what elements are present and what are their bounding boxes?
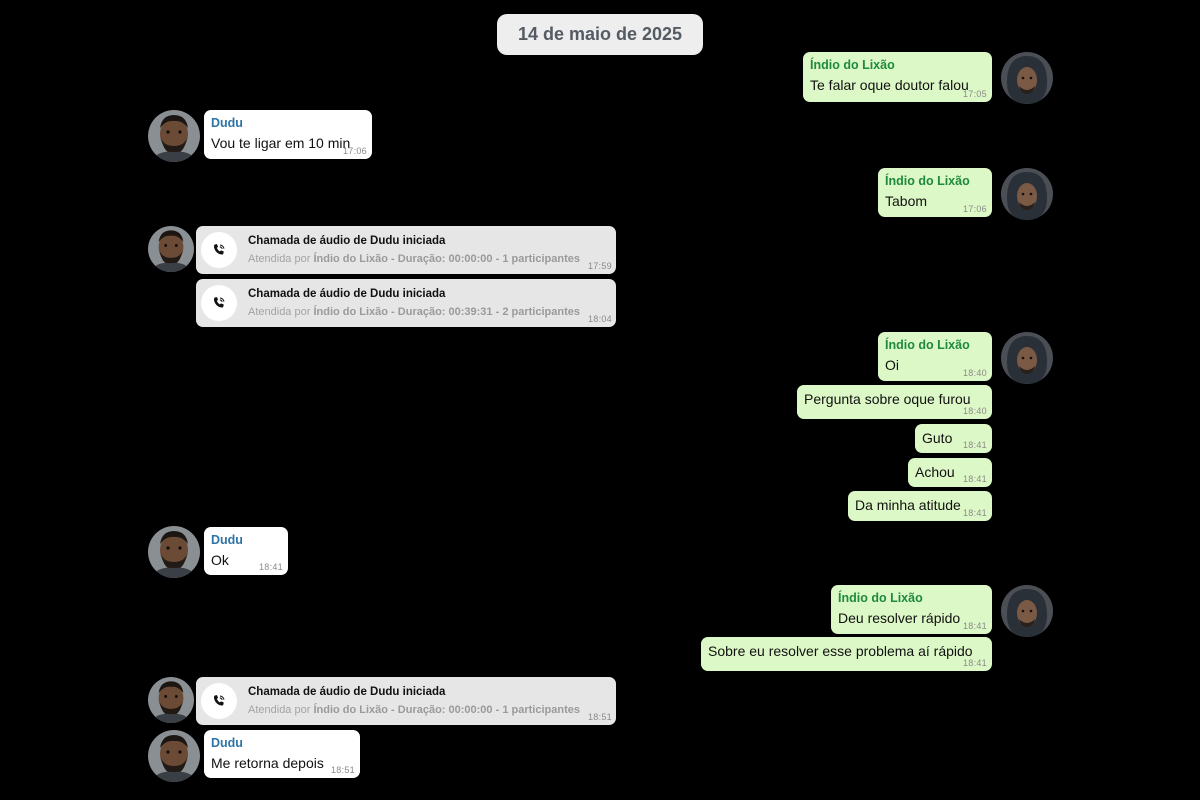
phone-call-icon: [201, 232, 237, 268]
message-time: 17:06: [342, 146, 367, 156]
call-prefix: Atendida por: [248, 704, 311, 716]
message-text: Da minha atitude: [855, 497, 961, 513]
avatar-indio[interactable]: [1001, 585, 1053, 637]
person-avatar-icon: [148, 730, 200, 782]
avatar-indio[interactable]: [1001, 52, 1053, 104]
message-text: Pergunta sobre oque furou: [804, 391, 971, 407]
message-sender: Índio do Lixão: [885, 174, 970, 188]
message-text: Ok: [211, 552, 229, 568]
message-time: 18:51: [330, 765, 355, 775]
date-chip: 14 de maio de 2025: [497, 14, 703, 55]
message-text: Guto: [922, 430, 953, 446]
message-sender: Dudu: [211, 736, 243, 750]
avatar-indio[interactable]: [1001, 168, 1053, 220]
call-details: Atendida por Índio do Lixão - Duração: 0…: [248, 306, 580, 318]
message-sender: Índio do Lixão: [885, 338, 970, 352]
avatar-dudu[interactable]: [148, 110, 200, 162]
message-time: 18:41: [962, 508, 987, 518]
message-text: Achou: [915, 464, 955, 480]
message-sender: Índio do Lixão: [838, 591, 923, 605]
call-title: Chamada de áudio de Dudu iniciada: [248, 686, 446, 698]
person-avatar-icon: [148, 226, 194, 272]
message-text: Te falar oque doutor falou: [810, 77, 969, 93]
person-avatar-icon: [148, 110, 200, 162]
call-detail: Índio do Lixão - Duração: 00:00:00 - 1 p…: [313, 704, 580, 716]
call-time: 17:59: [587, 261, 612, 271]
call-prefix: Atendida por: [248, 253, 311, 265]
message-sender: Dudu: [211, 116, 243, 130]
message-bubble[interactable]: Dudu Ok 18:41: [204, 527, 288, 575]
phone-call-icon: [201, 285, 237, 321]
message-time: 18:41: [258, 562, 283, 572]
avatar-dudu[interactable]: [148, 226, 194, 272]
call-detail: Índio do Lixão - Duração: 00:00:00 - 1 p…: [313, 253, 580, 265]
person-avatar-icon: [148, 526, 200, 578]
message-bubble[interactable]: Da minha atitude 18:41: [848, 491, 992, 521]
call-details: Atendida por Índio do Lixão - Duração: 0…: [248, 253, 580, 265]
person-avatar-icon: [1001, 168, 1053, 220]
call-detail: Índio do Lixão - Duração: 00:39:31 - 2 p…: [313, 306, 580, 318]
person-avatar-icon: [1001, 585, 1053, 637]
call-event-card[interactable]: Chamada de áudio de Dudu iniciada Atendi…: [196, 226, 616, 274]
person-avatar-icon: [148, 677, 194, 723]
message-text: Vou te ligar em 10 min: [211, 135, 351, 151]
message-bubble[interactable]: Dudu Vou te ligar em 10 min 17:06: [204, 110, 372, 159]
message-time: 18:40: [962, 406, 987, 416]
person-avatar-icon: [1001, 332, 1053, 384]
avatar-dudu[interactable]: [148, 677, 194, 723]
call-time: 18:51: [587, 712, 612, 722]
message-bubble[interactable]: Achou 18:41: [908, 458, 992, 487]
message-bubble[interactable]: Índio do Lixão Oi 18:40: [878, 332, 992, 381]
message-text: Tabom: [885, 193, 928, 209]
message-bubble[interactable]: Guto 18:41: [915, 424, 992, 453]
message-bubble[interactable]: Índio do Lixão Deu resolver rápido 18:41: [831, 585, 992, 634]
message-bubble[interactable]: Dudu Me retorna depois 18:51: [204, 730, 360, 778]
person-avatar-icon: [1001, 52, 1053, 104]
message-text: Deu resolver rápido: [838, 610, 961, 626]
message-time: 17:05: [962, 89, 987, 99]
message-time: 18:41: [962, 440, 987, 450]
call-title: Chamada de áudio de Dudu iniciada: [248, 288, 446, 300]
call-details: Atendida por Índio do Lixão - Duração: 0…: [248, 704, 580, 716]
message-bubble[interactable]: Índio do Lixão Te falar oque doutor falo…: [803, 52, 992, 102]
call-prefix: Atendida por: [248, 306, 311, 318]
message-time: 18:40: [962, 368, 987, 378]
call-time: 18:04: [587, 314, 612, 324]
message-bubble[interactable]: Sobre eu resolver esse problema aí rápid…: [701, 637, 992, 671]
message-text: Oi: [885, 357, 899, 373]
message-bubble[interactable]: Índio do Lixão Tabom 17:06: [878, 168, 992, 217]
message-bubble[interactable]: Pergunta sobre oque furou 18:40: [797, 385, 992, 419]
avatar-indio[interactable]: [1001, 332, 1053, 384]
message-sender: Dudu: [211, 533, 243, 547]
message-text: Me retorna depois: [211, 755, 324, 771]
phone-call-icon: [201, 683, 237, 719]
call-title: Chamada de áudio de Dudu iniciada: [248, 235, 446, 247]
call-event-card[interactable]: Chamada de áudio de Dudu iniciada Atendi…: [196, 279, 616, 327]
avatar-dudu[interactable]: [148, 526, 200, 578]
message-time: 17:06: [962, 204, 987, 214]
avatar-dudu[interactable]: [148, 730, 200, 782]
message-time: 18:41: [962, 658, 987, 668]
call-event-card[interactable]: Chamada de áudio de Dudu iniciada Atendi…: [196, 677, 616, 725]
message-time: 18:41: [962, 621, 987, 631]
message-sender: Índio do Lixão: [810, 58, 895, 72]
message-text: Sobre eu resolver esse problema aí rápid…: [708, 643, 973, 659]
message-time: 18:41: [962, 474, 987, 484]
